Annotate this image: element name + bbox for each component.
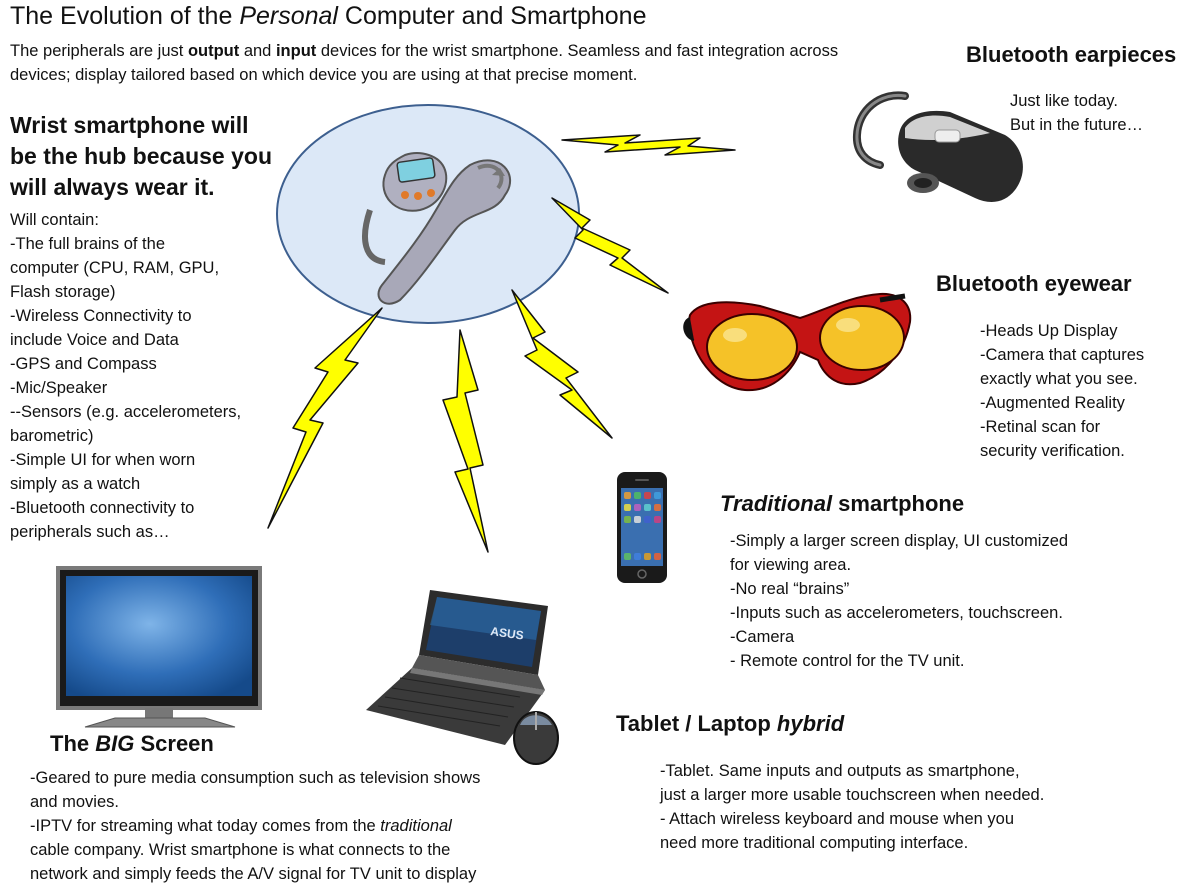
- smartphone-description: -Simply a larger screen display, UI cust…: [730, 529, 1068, 673]
- bigscreen-line: -Geared to pure media consumption such a…: [30, 769, 481, 787]
- bigscreen-heading: The BIG Screen: [50, 731, 214, 757]
- bolt-to-bigscreen: [267, 307, 383, 529]
- bolt-to-eyewear: [551, 197, 669, 294]
- eyewear-line: security verification.: [980, 442, 1125, 460]
- hub-heading-line: Wrist smartphone will: [10, 112, 249, 138]
- bigscreen-line: cable company. Wrist smartphone is what …: [30, 841, 451, 859]
- asus-logo: ASUS: [490, 624, 525, 643]
- hub-line: Will contain:: [10, 211, 99, 229]
- bigscreen-line: network and simply feeds the A/V signal …: [30, 865, 477, 883]
- hub-heading: Wrist smartphone will be the hub because…: [10, 110, 272, 203]
- tablet-heading: Tablet / Laptop hybrid: [616, 711, 844, 737]
- bigscreen-line: and movies.: [30, 793, 119, 811]
- intro-bold-output: output: [187, 42, 240, 60]
- tablet-description: -Tablet. Same inputs and outputs as smar…: [660, 759, 1044, 855]
- smartphone-heading-rest: smartphone: [832, 491, 965, 516]
- eyewear-line: -Retinal scan for: [980, 418, 1101, 436]
- smartphone-line: -Simply a larger screen display, UI cust…: [730, 532, 1069, 550]
- title-part1: The Evolution of the: [10, 2, 240, 30]
- earpiece-description: Just like today. But in the future…: [1010, 89, 1143, 137]
- tablet-heading-rest: Tablet / Laptop: [616, 711, 777, 736]
- hub-line: -Wireless Connectivity to: [10, 307, 192, 325]
- bigscreen-heading-b: Screen: [134, 731, 214, 756]
- hub-line: barometric): [10, 427, 94, 445]
- eyewear-heading: Bluetooth eyewear: [936, 271, 1132, 296]
- bolt-to-tablet: [442, 329, 489, 553]
- intro-part2: and: [239, 42, 276, 60]
- earpiece-heading: Bluetooth earpieces: [966, 42, 1177, 67]
- earpiece-line: Just like today.: [1010, 92, 1118, 110]
- smartphone-heading-italic: Traditional: [720, 491, 833, 516]
- tablet-heading-italic: hybrid: [776, 711, 845, 736]
- hub-line: -The full brains of the: [10, 235, 165, 253]
- smartphone-line: -No real “brains”: [730, 580, 850, 598]
- tablet-line: -Tablet. Same inputs and outputs as smar…: [660, 762, 1020, 780]
- smartphone-icon: [617, 472, 667, 583]
- smartphone-line: -Camera: [730, 628, 795, 646]
- wrist-smartphone-icon: [362, 152, 511, 305]
- title-italic: Personal: [239, 2, 338, 30]
- lightning-bolts: [267, 134, 736, 553]
- hub-circle: [276, 104, 580, 324]
- eyewear-line: -Augmented Reality: [980, 394, 1125, 412]
- hub-line: Flash storage): [10, 283, 116, 301]
- bolt-to-smartphone: [511, 289, 613, 439]
- hub-line: simply as a watch: [10, 475, 141, 493]
- hub-heading-line: be the hub because you: [10, 143, 272, 169]
- hub-line: include Voice and Data: [10, 331, 179, 349]
- bigscreen-line3-a: -IPTV for streaming what today comes fro…: [30, 817, 381, 835]
- hub-description: Will contain: -The full brains of the co…: [10, 208, 241, 544]
- bigscreen-description: -Geared to pure media consumption such a…: [30, 766, 480, 886]
- smartphone-line: - Remote control for the TV unit.: [730, 652, 965, 670]
- hub-line: -Simple UI for when worn: [10, 451, 196, 469]
- intro-bold-input: input: [275, 42, 317, 60]
- tablet-line: just a larger more usable touchscreen wh…: [660, 786, 1045, 804]
- hub-line: computer (CPU, RAM, GPU,: [10, 259, 220, 277]
- hub-heading-line: will always wear it.: [10, 174, 215, 200]
- bigscreen-heading-a: The: [50, 731, 96, 756]
- intro-part3: devices for the wrist smartphone. Seamle…: [10, 42, 839, 84]
- smartphone-line: -Inputs such as accelerometers, touchscr…: [730, 604, 1063, 622]
- tv-screen-icon: [56, 566, 262, 728]
- bigscreen-line: -IPTV for streaming what today comes fro…: [30, 814, 480, 838]
- eyewear-line: -Camera that captures: [980, 346, 1145, 364]
- smartphone-line: for viewing area.: [730, 556, 852, 574]
- smartphone-heading: Traditional smartphone: [720, 491, 964, 517]
- bolt-to-earpiece: [561, 134, 736, 156]
- hub-line: --Sensors (e.g. accelerometers,: [10, 403, 242, 421]
- bigscreen-line3-italic: traditional: [380, 817, 452, 835]
- page-title: The Evolution of the Personal Computer a…: [10, 2, 647, 31]
- title-part2: Computer and Smartphone: [337, 2, 647, 30]
- tablet-line: need more traditional computing interfac…: [660, 834, 969, 852]
- hub-line: -Bluetooth connectivity to: [10, 499, 195, 517]
- tablet-laptop-icon: ASUS: [366, 590, 559, 765]
- bluetooth-eyewear-icon: [683, 292, 912, 392]
- earpiece-line: But in the future…: [1010, 116, 1143, 134]
- intro-part1: The peripherals are just: [10, 42, 188, 60]
- bluetooth-earpiece-icon: [852, 91, 1023, 202]
- eyewear-description: -Heads Up Display -Camera that captures …: [980, 319, 1144, 463]
- intro-text: The peripherals are just output and inpu…: [10, 39, 870, 87]
- bigscreen-heading-italic: BIG: [95, 731, 135, 756]
- eyewear-line: exactly what you see.: [980, 370, 1138, 388]
- hub-line: peripherals such as…: [10, 523, 170, 541]
- hub-line: -GPS and Compass: [10, 355, 157, 373]
- eyewear-line: -Heads Up Display: [980, 322, 1118, 340]
- tablet-line: - Attach wireless keyboard and mouse whe…: [660, 810, 1015, 828]
- hub-line: -Mic/Speaker: [10, 379, 108, 397]
